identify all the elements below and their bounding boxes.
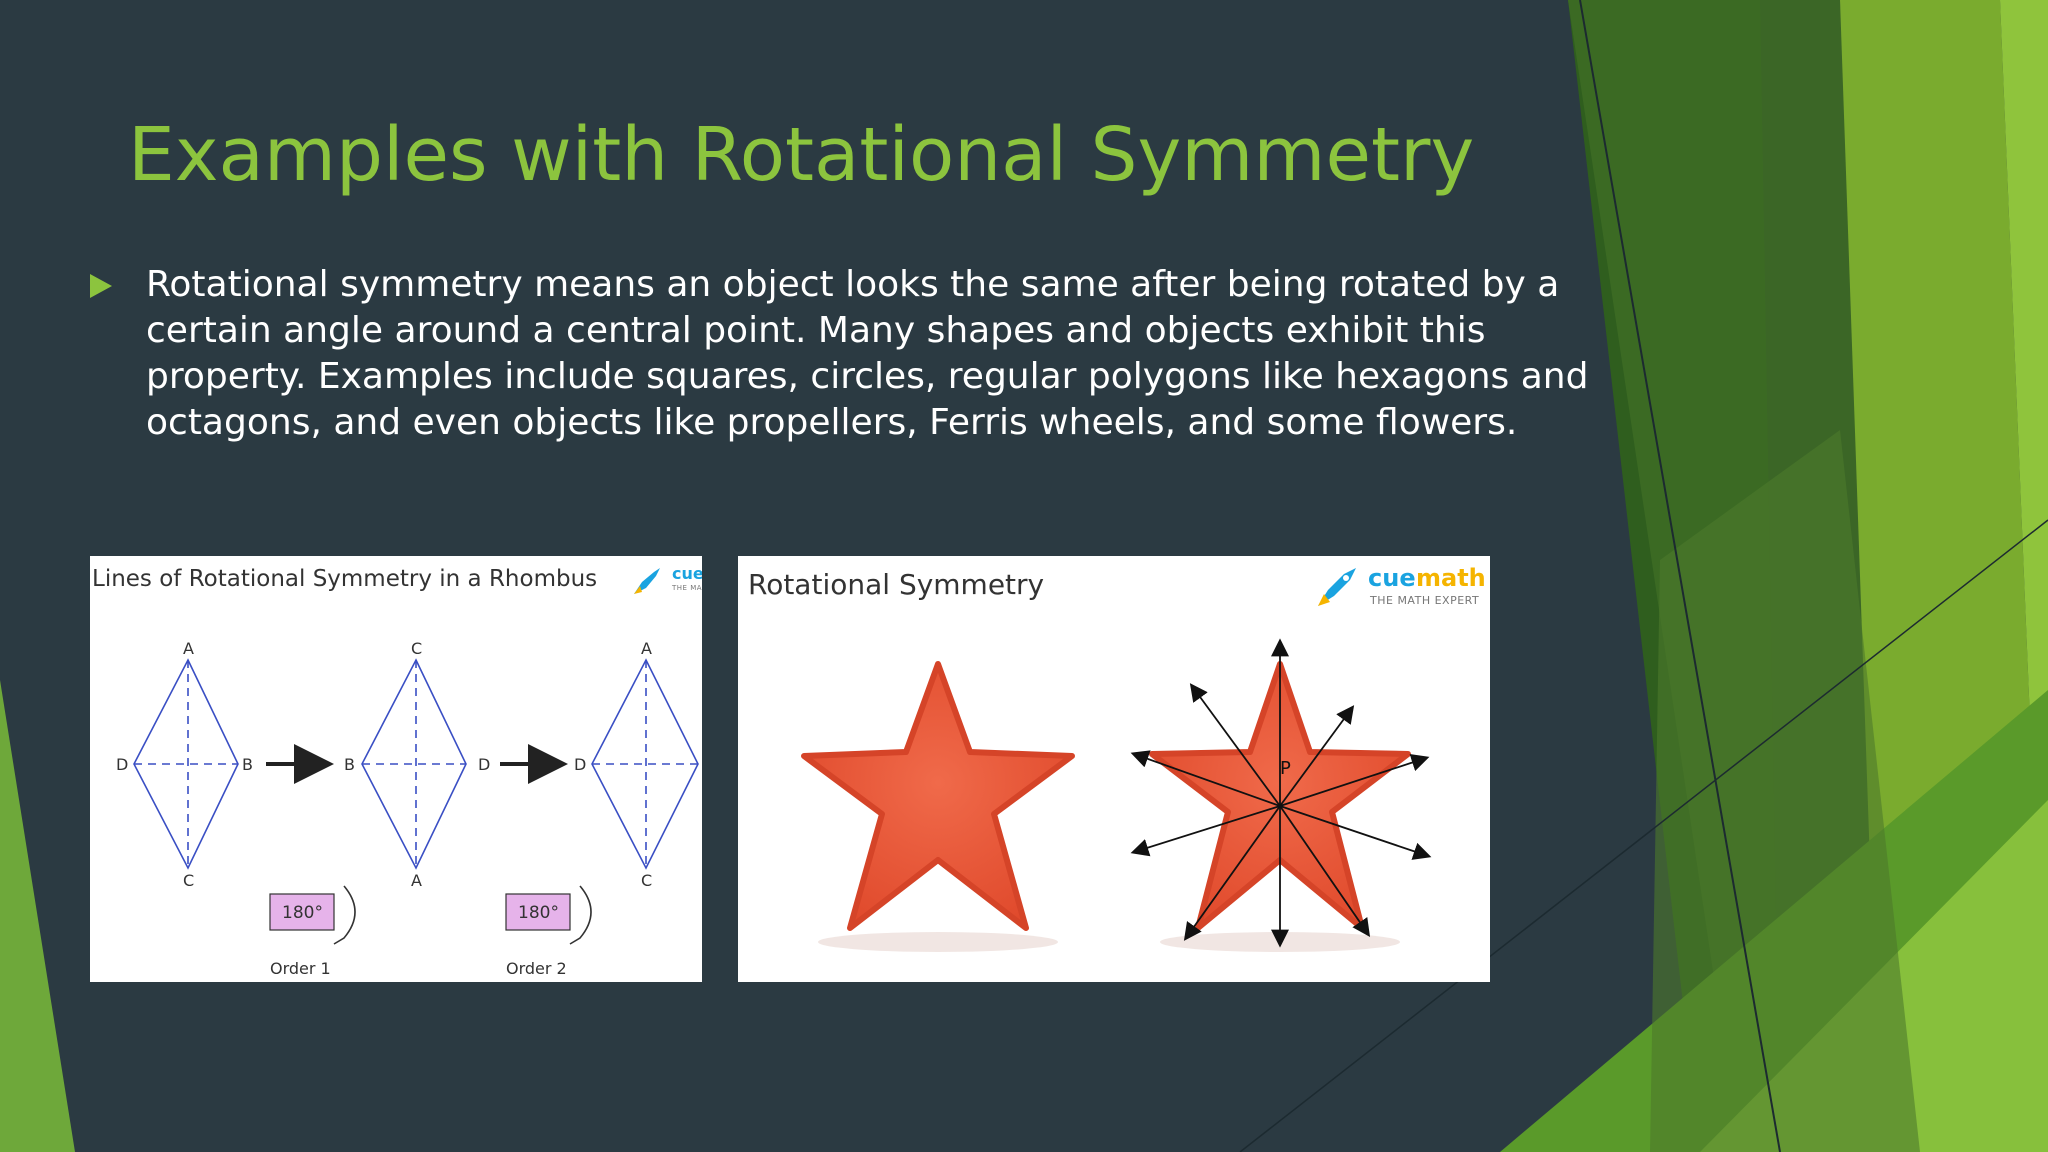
- order-2: Order 2: [506, 959, 567, 978]
- image2-logo-sub: THE MATH EXPERT: [1370, 594, 1480, 607]
- slide-title: Examples with Rotational Symmetry: [128, 112, 1475, 198]
- rocket-logo-icon: [634, 568, 660, 594]
- rhombus-2: [361, 658, 467, 870]
- angle-box-1: [269, 893, 335, 931]
- bullet-arrow-icon: [90, 274, 112, 298]
- bullet-text: Rotational symmetry means an object look…: [146, 264, 1589, 443]
- symmetry-lines: [1130, 638, 1432, 948]
- starfish-diagram: P: [801, 638, 1432, 952]
- r3-label-bottom: C: [641, 871, 652, 890]
- r2-label-left: B: [344, 755, 355, 774]
- r1-label-left: D: [116, 755, 128, 774]
- rhombus-3: [591, 658, 699, 870]
- rotate-arrow-icon: [333, 885, 356, 945]
- r2-label-top: C: [411, 639, 422, 658]
- rhombus-diagram: A D B C C B D A A D C 180° Order 1 1: [116, 639, 699, 978]
- angle-1: 180°: [282, 903, 323, 923]
- image2-logo-math: math: [1416, 564, 1486, 592]
- order-1: Order 1: [270, 959, 331, 978]
- rocket-logo-icon: [1318, 568, 1356, 606]
- image1-logo-sub: THE MA: [672, 584, 702, 592]
- angle-2: 180°: [518, 903, 559, 923]
- center-label: P: [1280, 758, 1291, 779]
- rotate-arrow-icon: [569, 885, 592, 945]
- r3-label-top: A: [641, 639, 652, 658]
- r2-label-right: D: [478, 755, 490, 774]
- starfish-symmetry-image: Rotational Symmetry cue math THE MATH EX…: [738, 556, 1490, 982]
- rhombus-symmetry-image: Lines of Rotational Symmetry in a Rhombu…: [90, 556, 702, 982]
- image2-logo-cue: cue: [1368, 564, 1416, 592]
- image2-title: Rotational Symmetry: [748, 568, 1045, 601]
- r1-label-bottom: C: [183, 871, 194, 890]
- r3-label-left: D: [574, 755, 586, 774]
- image1-title: Lines of Rotational Symmetry in a Rhombu…: [92, 566, 598, 592]
- r2-label-bottom: A: [411, 871, 422, 890]
- rhombus-1: [133, 658, 239, 870]
- image1-logo-text: cue: [672, 564, 702, 583]
- r1-label-top: A: [183, 639, 194, 658]
- r1-label-right: B: [242, 755, 253, 774]
- starfish-icon: [801, 661, 1075, 931]
- angle-box-2: [505, 893, 571, 931]
